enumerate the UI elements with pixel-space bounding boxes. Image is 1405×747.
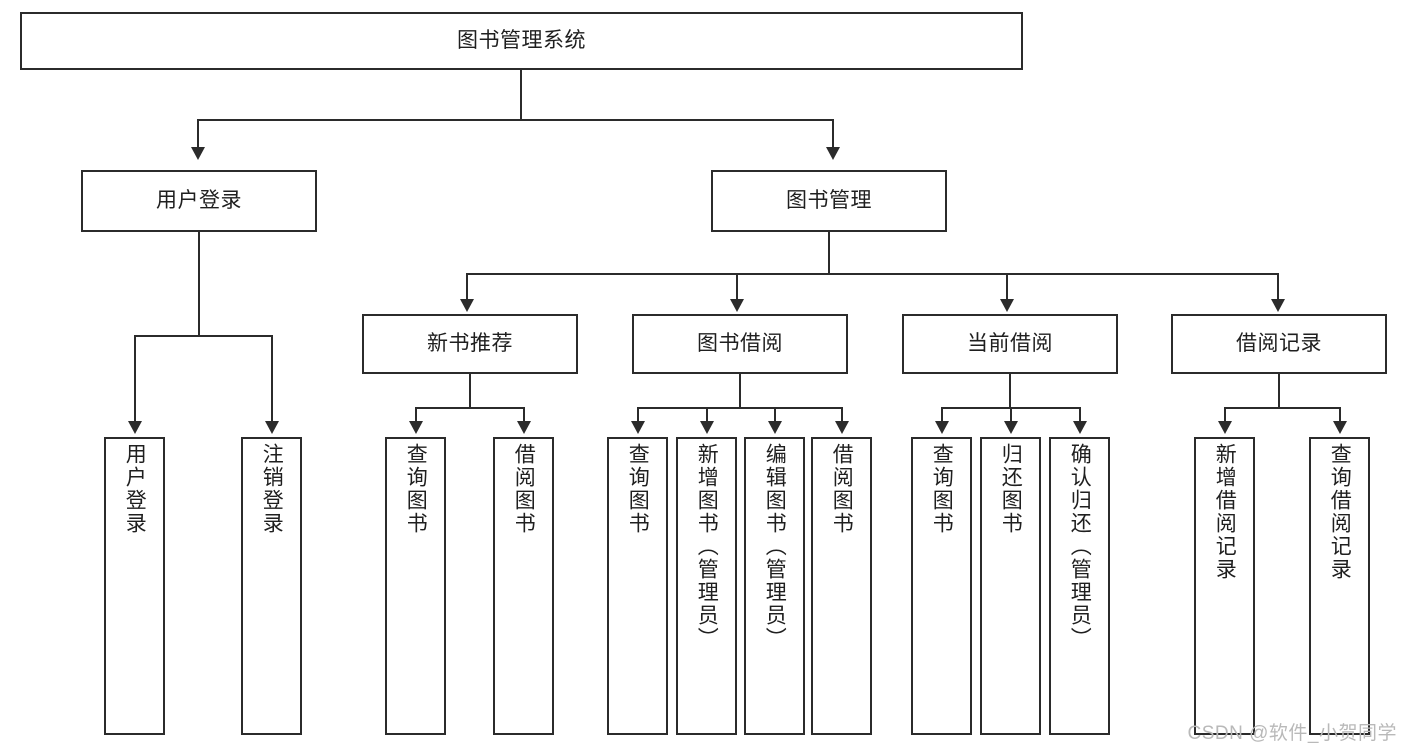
node-label: 查询借阅记录: [1328, 443, 1352, 581]
node-label: 新书推荐: [427, 331, 513, 355]
leaf-query-book-current[interactable]: 查询图书: [911, 437, 972, 735]
connector-new-book-child-1: [415, 407, 417, 423]
connector-user-login-child-1: [134, 335, 136, 423]
arrowhead-leaf-user-login: [128, 421, 142, 434]
arrowhead-query-borrow-record: [1333, 421, 1347, 434]
leaf-query-book-borrow[interactable]: 查询图书: [607, 437, 668, 735]
connector-user-login-child-2: [271, 335, 273, 423]
arrowhead-leaf-logout: [265, 421, 279, 434]
connector-borrow-record-child-1: [1224, 407, 1226, 423]
connector-user-login-stem: [198, 232, 200, 336]
connector-book-borrow-bar: [637, 407, 843, 409]
arrowhead-book-borrow: [730, 299, 744, 312]
arrowhead-borrow-book-2: [835, 421, 849, 434]
arrowhead-book-mgmt: [826, 147, 840, 160]
arrowhead-query-book-2: [631, 421, 645, 434]
node-label: 借阅图书: [830, 443, 854, 535]
node-label: 当前借阅: [967, 331, 1053, 355]
connector-book-mgmt-bar: [466, 273, 1278, 275]
leaf-edit-book-admin[interactable]: 编辑图书（管理员）: [744, 437, 805, 735]
node-label: 用户登录: [156, 188, 242, 212]
arrowhead-confirm-return: [1073, 421, 1087, 434]
node-new-book-recommend[interactable]: 新书推荐: [362, 314, 578, 374]
arrowhead-user-login: [191, 147, 205, 160]
connector-current-borrow-child-3: [1079, 407, 1081, 423]
leaf-borrow-book[interactable]: 借阅图书: [811, 437, 872, 735]
connector-book-borrow-child-1: [637, 407, 639, 423]
connector-borrow-record-stem: [1278, 374, 1280, 408]
node-label: 借阅记录: [1236, 331, 1322, 355]
node-label: 查询图书: [626, 443, 650, 535]
connector-root-bar: [197, 119, 833, 121]
node-label: 查询图书: [404, 443, 428, 535]
leaf-return-book[interactable]: 归还图书: [980, 437, 1041, 735]
arrowhead-add-borrow-record: [1218, 421, 1232, 434]
connector-current-borrow-stem: [1009, 374, 1011, 408]
node-label: 图书管理系统: [457, 28, 586, 52]
arrowhead-current-borrow: [1000, 299, 1014, 312]
node-label: 新增图书（管理员）: [695, 443, 719, 650]
connector-new-book-stem: [469, 374, 471, 408]
connector-root-to-book-mgmt: [832, 119, 834, 149]
arrowhead-query-book-3: [935, 421, 949, 434]
node-root-system[interactable]: 图书管理系统: [20, 12, 1023, 70]
connector-root-stem: [520, 70, 522, 120]
node-label: 归还图书: [999, 443, 1023, 535]
arrowhead-new-book-recommend: [460, 299, 474, 312]
arrowhead-borrow-book-1: [517, 421, 531, 434]
arrowhead-add-book: [700, 421, 714, 434]
node-current-borrow[interactable]: 当前借阅: [902, 314, 1118, 374]
connector-book-mgmt-child-4: [1277, 273, 1279, 301]
node-user-login[interactable]: 用户登录: [81, 170, 317, 232]
leaf-add-book-admin[interactable]: 新增图书（管理员）: [676, 437, 737, 735]
leaf-confirm-return-admin[interactable]: 确认归还（管理员）: [1049, 437, 1110, 735]
node-label: 新增借阅记录: [1213, 443, 1237, 581]
connector-book-mgmt-stem: [828, 232, 830, 274]
connector-book-borrow-stem: [739, 374, 741, 408]
leaf-query-borrow-record[interactable]: 查询借阅记录: [1309, 437, 1370, 735]
connector-borrow-record-bar: [1224, 407, 1341, 409]
node-book-borrow[interactable]: 图书借阅: [632, 314, 848, 374]
node-label: 用户登录: [123, 443, 147, 535]
connector-book-mgmt-child-2: [736, 273, 738, 301]
node-label: 图书管理: [786, 188, 872, 212]
connector-current-borrow-child-1: [941, 407, 943, 423]
connector-user-login-bar: [134, 335, 272, 337]
connector-book-borrow-child-4: [841, 407, 843, 423]
leaf-add-borrow-record[interactable]: 新增借阅记录: [1194, 437, 1255, 735]
arrowhead-borrow-record: [1271, 299, 1285, 312]
arrowhead-query-book-1: [409, 421, 423, 434]
connector-new-book-child-2: [523, 407, 525, 423]
node-label: 图书借阅: [697, 331, 783, 355]
node-label: 借阅图书: [512, 443, 536, 535]
connector-new-book-bar: [415, 407, 525, 409]
node-label: 确认归还（管理员）: [1068, 443, 1092, 650]
connector-borrow-record-child-2: [1339, 407, 1341, 423]
node-borrow-record[interactable]: 借阅记录: [1171, 314, 1387, 374]
connector-root-to-user-login: [197, 119, 199, 149]
connector-book-borrow-child-3: [774, 407, 776, 423]
node-book-management[interactable]: 图书管理: [711, 170, 947, 232]
connector-book-mgmt-child-1: [466, 273, 468, 301]
leaf-query-book-recommend[interactable]: 查询图书: [385, 437, 446, 735]
connector-current-borrow-child-2: [1010, 407, 1012, 423]
node-label: 查询图书: [930, 443, 954, 535]
node-label: 注销登录: [260, 443, 284, 535]
watermark-text: CSDN @软件_小贺同学: [1187, 723, 1397, 744]
arrowhead-edit-book: [768, 421, 782, 434]
leaf-logout[interactable]: 注销登录: [241, 437, 302, 735]
arrowhead-return-book: [1004, 421, 1018, 434]
connector-book-borrow-child-2: [706, 407, 708, 423]
leaf-borrow-book-recommend[interactable]: 借阅图书: [493, 437, 554, 735]
node-label: 编辑图书（管理员）: [763, 443, 787, 650]
connector-book-mgmt-child-3: [1006, 273, 1008, 301]
leaf-user-login[interactable]: 用户登录: [104, 437, 165, 735]
